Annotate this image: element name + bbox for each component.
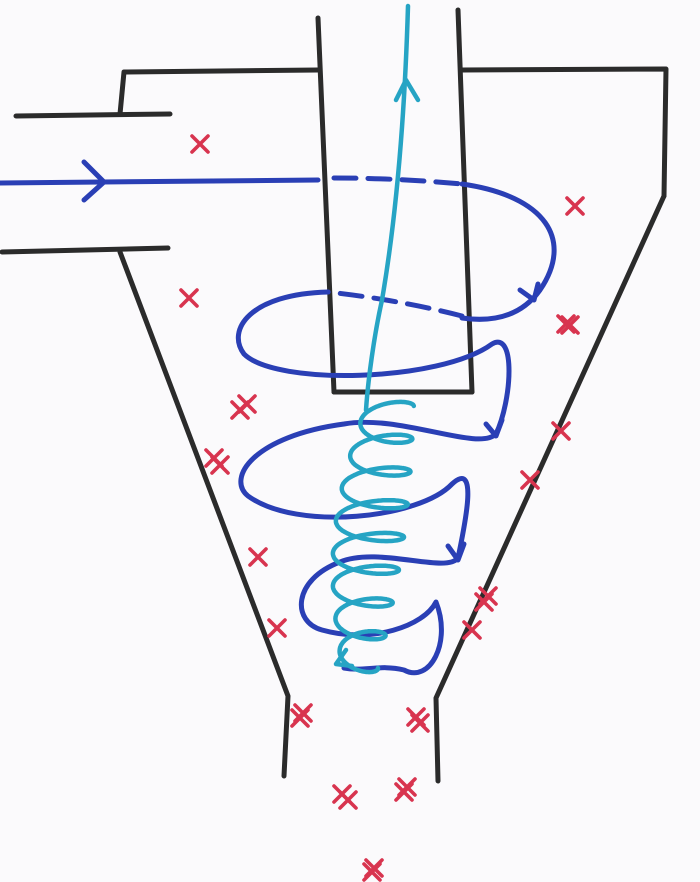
outer-vortex-loop-4 (298, 554, 461, 675)
dust-particle-x-icon (474, 592, 494, 612)
outer-vortex-loop-3 (238, 419, 499, 561)
outer-vortex-arrow-2-icon (483, 417, 505, 439)
vortex-finder-left-wall (315, 15, 337, 395)
dust-particle-x-icon (560, 315, 580, 335)
dust-particle-x-icon (565, 196, 585, 216)
left-cone-wall (117, 249, 291, 779)
dust-particle-x-icon (293, 703, 313, 723)
inlet-arrow-icon (81, 159, 107, 203)
outer-vortex-loop-2 (235, 289, 512, 437)
dust-particle-x-icon (462, 620, 482, 640)
outer-vortex-hidden-path-middle (325, 289, 465, 319)
inner-vortex-arrow-bottom-icon (333, 647, 355, 669)
right-roof-wall (459, 66, 669, 199)
dust-particle-x-icon (179, 288, 199, 308)
dust-particle-x-icon (338, 790, 358, 810)
dust-particle-x-icon (394, 782, 414, 802)
inner-vortex-rising-line (363, 3, 411, 413)
dust-particle-x-icon (237, 394, 257, 414)
cyclone-body (0, 66, 669, 784)
dust-particle-x-icon (520, 470, 540, 490)
dust-particle-x-icon (267, 618, 287, 638)
inlet-top-wall (13, 111, 173, 119)
left-roof-wall (117, 67, 321, 117)
dust-particle-x-icon (204, 448, 224, 468)
outer-vortex-loop-1 (459, 181, 557, 322)
right-cone-wall (433, 193, 667, 784)
outer-vortex (0, 159, 557, 675)
dust-particle-x-icon (248, 547, 268, 567)
dust-particle-x-icon (364, 858, 384, 878)
inner-vortex (330, 3, 421, 675)
dust-particle-x-icon (556, 314, 576, 334)
inner-vortex-arrow-top-icon (393, 77, 421, 103)
outer-vortex-hidden-path-top (331, 175, 465, 187)
inlet-flow-line (0, 177, 321, 186)
inlet-bottom-wall (0, 245, 171, 255)
vortex-finder-right-wall (455, 7, 475, 395)
inner-vortex-coil (330, 399, 417, 675)
dust-particle-x-icon (190, 134, 210, 154)
dust-particle-x-icon (406, 707, 426, 727)
outer-vortex-arrow-1-icon (517, 281, 541, 303)
dust-particles (179, 134, 585, 882)
vortex-finder-tube (315, 7, 475, 395)
outer-vortex-arrow-3-icon (445, 541, 467, 563)
dust-particle-x-icon (551, 421, 571, 441)
